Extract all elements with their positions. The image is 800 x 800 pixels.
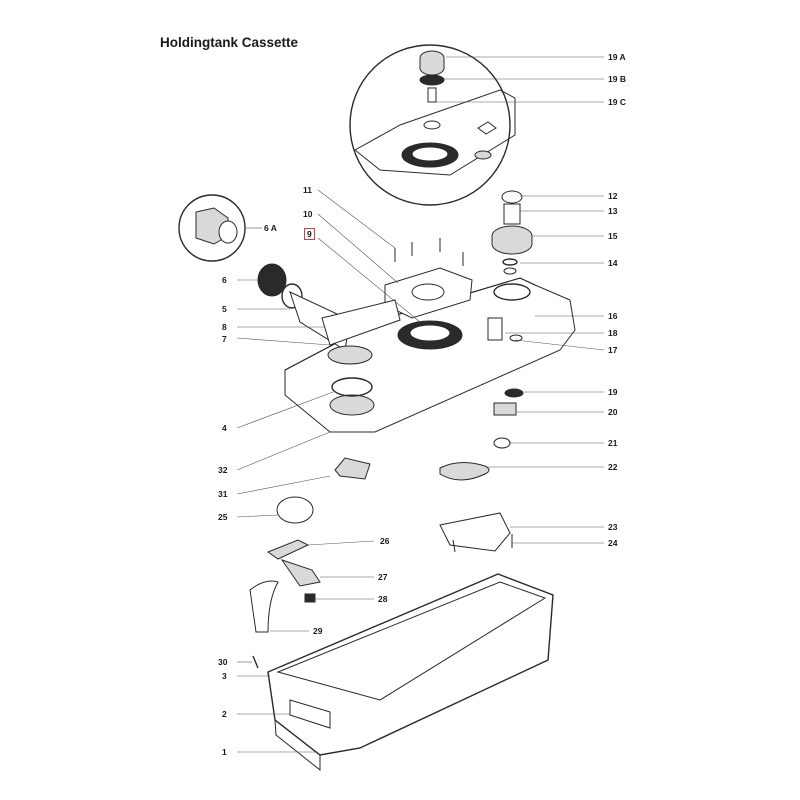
callout-19a: 19 A	[608, 52, 626, 62]
callout-19: 19	[608, 387, 618, 397]
callout-1: 1	[222, 747, 227, 757]
detail-circle-6a	[178, 194, 246, 262]
callout-27: 27	[378, 572, 388, 582]
callout-5: 5	[222, 304, 227, 314]
callout-28: 28	[378, 594, 388, 604]
callout-16: 16	[608, 311, 618, 321]
small-parts-right	[439, 388, 524, 481]
pour-spout	[257, 263, 401, 365]
callout-15: 15	[608, 231, 618, 241]
callout-7: 7	[222, 334, 227, 344]
callout-30: 30	[218, 657, 228, 667]
flange-plate	[384, 238, 473, 319]
callout-25: 25	[218, 512, 228, 522]
callout-17: 17	[608, 345, 618, 355]
small-parts-left	[249, 457, 371, 669]
callout-2: 2	[222, 709, 227, 719]
callout-26: 26	[380, 536, 390, 546]
callout-4: 4	[222, 423, 227, 433]
callout-24: 24	[608, 538, 618, 548]
callout-29: 29	[313, 626, 323, 636]
callout-11: 11	[303, 185, 312, 195]
callout-20: 20	[608, 407, 618, 417]
callout-23: 23	[608, 522, 618, 532]
leader-lines	[236, 56, 605, 753]
callout-14: 14	[608, 258, 618, 268]
callout-19c: 19 C	[608, 97, 626, 107]
callout-19b: 19 B	[608, 74, 626, 84]
callout-8: 8	[222, 322, 227, 332]
callout-18: 18	[608, 328, 618, 338]
valve-assembly	[491, 190, 533, 275]
page-title: Holdingtank Cassette	[160, 35, 299, 50]
callout-10: 10	[303, 209, 313, 219]
callout-6: 6	[222, 275, 227, 285]
callout-12: 12	[608, 191, 618, 201]
mounting-bracket	[439, 512, 513, 553]
callout-3: 3	[222, 671, 227, 681]
tank-body	[267, 573, 554, 772]
callout-22: 22	[608, 462, 618, 472]
callout-6a: 6 A	[264, 223, 277, 233]
callout-32: 32	[218, 465, 228, 475]
callout-13: 13	[608, 206, 618, 216]
detail-circle-top	[349, 44, 516, 206]
tank-top-housing	[284, 277, 576, 433]
callout-21: 21	[608, 438, 618, 448]
callout-9: 9	[304, 228, 315, 240]
callout-31: 31	[218, 489, 228, 499]
